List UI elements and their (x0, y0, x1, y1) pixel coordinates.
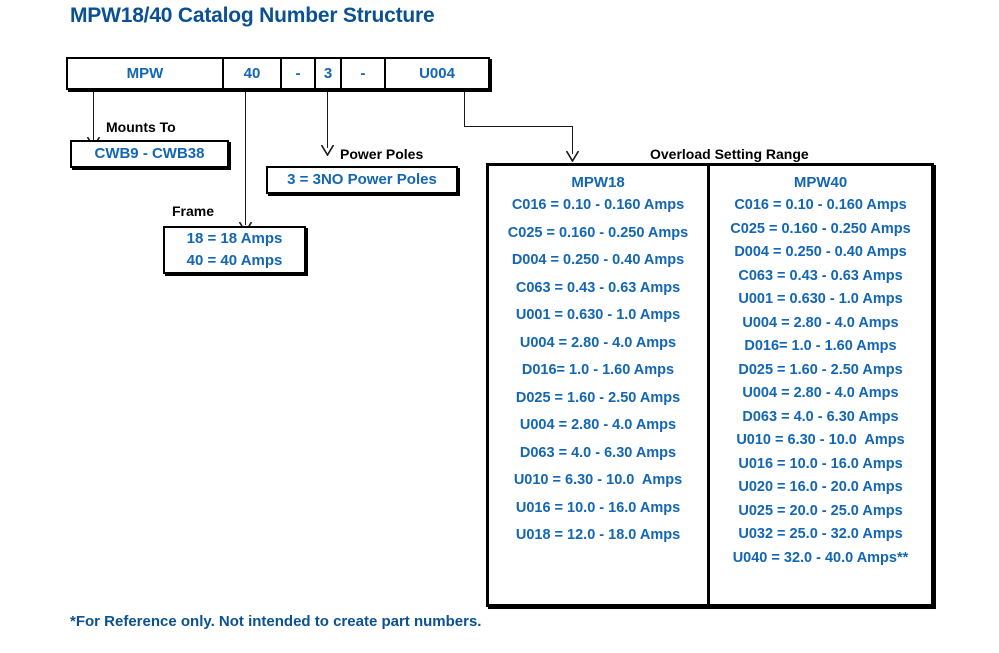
overload-row: D004 = 0.250 - 0.40 Amps (511, 252, 685, 268)
overload-row: U001 = 0.630 - 1.0 Amps (515, 307, 681, 323)
overload-row: C025 = 0.160 - 0.250 Amps (507, 224, 689, 241)
overload-row: D004 = 0.250 - 0.40 Amps (734, 244, 907, 260)
overload-column-header-mpw18: MPW18 (571, 174, 625, 191)
overload-row: U010 = 6.30 - 10.0 Amps (736, 432, 905, 448)
overload-row: C016 = 0.10 - 0.160 Amps (511, 197, 685, 213)
caption-mounts-to: Mounts To (106, 119, 176, 135)
connector-power-poles (327, 92, 328, 148)
connector-frame (245, 92, 246, 225)
callout-frame-line-2: 40 = 40 Amps (186, 252, 283, 269)
bar-cell-prefix: MPW (68, 59, 224, 88)
overload-row: C025 = 0.160 - 0.250 Amps (730, 220, 911, 237)
catalog-number-bar: MPW 40 - 3 - U004 (66, 57, 490, 90)
overload-row: D025 = 1.60 - 2.50 Amps (738, 361, 903, 378)
connector-overload-segment-drop (572, 126, 573, 154)
bar-cell-separator2: - (342, 59, 386, 88)
overload-row: D063 = 4.0 - 6.30 Amps (742, 408, 899, 425)
arrowhead-power-poles (321, 145, 334, 156)
overload-row: C063 = 0.43 - 0.63 Amps (738, 267, 903, 284)
overload-row: U025 = 20.0 - 25.0 Amps (738, 502, 903, 519)
callout-frame: 18 = 18 Amps 40 = 40 Amps (163, 226, 306, 274)
bar-cell-poles: 3 (316, 59, 342, 88)
overload-row: C016 = 0.10 - 0.160 Amps (734, 197, 907, 213)
overload-row: U004 = 2.80 - 4.0 Amps (742, 314, 899, 331)
overload-row: D063 = 4.0 - 6.30 Amps (519, 444, 677, 461)
overload-row: U004 = 2.80 - 4.0 Amps (742, 385, 899, 401)
bar-cell-overload: U004 (419, 65, 455, 82)
footnote: *For Reference only. Not intended to cre… (70, 613, 482, 630)
overload-row: U016 = 10.0 - 16.0 Amps (515, 499, 681, 516)
overload-row: D016= 1.0 - 1.60 Amps (744, 338, 897, 354)
overload-row: U004 = 2.80 - 4.0 Amps (519, 417, 677, 433)
caption-power-poles: Power Poles (340, 146, 424, 162)
overload-row: U001 = 0.630 - 1.0 Amps (738, 291, 903, 307)
overload-row: U018 = 12.0 - 18.0 Amps (515, 527, 681, 543)
callout-power-poles: 3 = 3NO Power Poles (266, 166, 458, 194)
bar-cell-frame: 40 (224, 59, 282, 88)
callout-power-poles-line-1: 3 = 3NO Power Poles (287, 171, 437, 189)
overload-row: U020 = 16.0 - 20.0 Amps (738, 479, 903, 495)
overload-row: U010 = 6.30 - 10.0 Amps (513, 472, 683, 488)
overload-row: U004 = 2.80 - 4.0 Amps (519, 334, 677, 351)
overload-column-header-mpw40: MPW40 (793, 174, 848, 191)
arrowhead-overload (566, 151, 579, 162)
callout-frame-line-1: 18 = 18 Amps (186, 230, 283, 248)
overload-row: U040 = 32.0 - 40.0 Amps** (732, 549, 909, 566)
page-title: MPW18/40 Catalog Number Structure (70, 4, 435, 27)
caption-overload-setting-range: Overload Setting Range (650, 146, 809, 162)
overload-row: U032 = 25.0 - 32.0 Amps (738, 526, 903, 542)
connector-overload-segment-across (464, 126, 573, 127)
callout-mounts-to-line-1: CWB9 - CWB38 (94, 145, 205, 163)
overload-row: U016 = 10.0 - 16.0 Amps (738, 455, 903, 472)
overload-row: D016= 1.0 - 1.60 Amps (521, 362, 675, 378)
callout-mounts-to: CWB9 - CWB38 (70, 140, 229, 168)
connector-mounts-to (93, 92, 94, 140)
overload-row: D025 = 1.60 - 2.50 Amps (515, 389, 681, 406)
overload-row: C063 = 0.43 - 0.63 Amps (515, 279, 681, 296)
caption-frame: Frame (172, 203, 215, 219)
bar-cell-separator1: - (282, 59, 316, 88)
connector-overload-segment-down (464, 92, 465, 127)
